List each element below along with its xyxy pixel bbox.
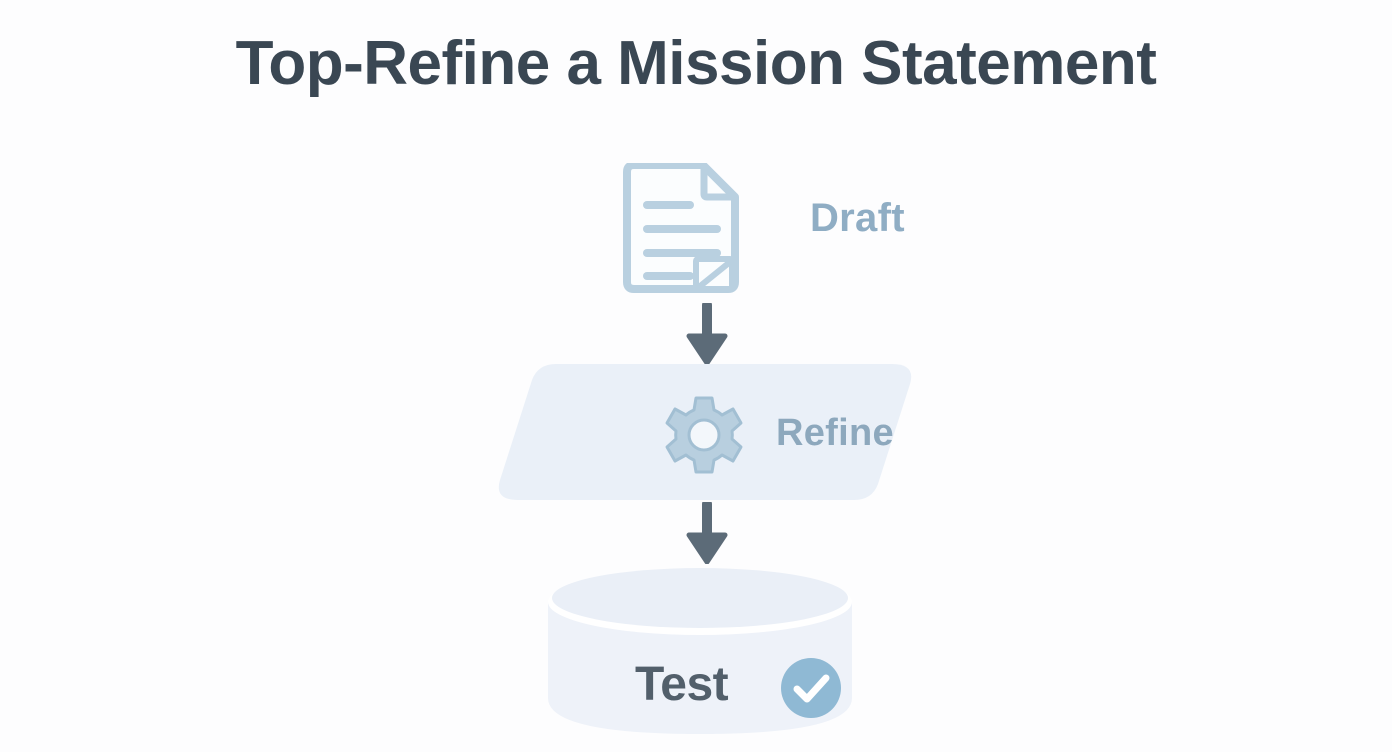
arrow-refine-to-test [684,499,730,565]
document-icon [617,161,743,293]
flow-step-test-label: Test [635,658,729,711]
page-title: Top-Refine a Mission Statement [235,29,1157,98]
flow-step-refine-label: Refine [776,412,894,454]
cylinder-shape [540,562,860,738]
arrow-draft-to-refine [684,300,730,366]
flow-step-draft[interactable]: Draft [617,160,957,296]
check-circle-icon [780,657,842,719]
flow-step-test[interactable]: Test [540,562,860,742]
flow-step-draft-label: Draft [810,196,905,240]
flow-step-refine[interactable]: Refine [480,358,930,506]
gear-icon [663,395,745,475]
